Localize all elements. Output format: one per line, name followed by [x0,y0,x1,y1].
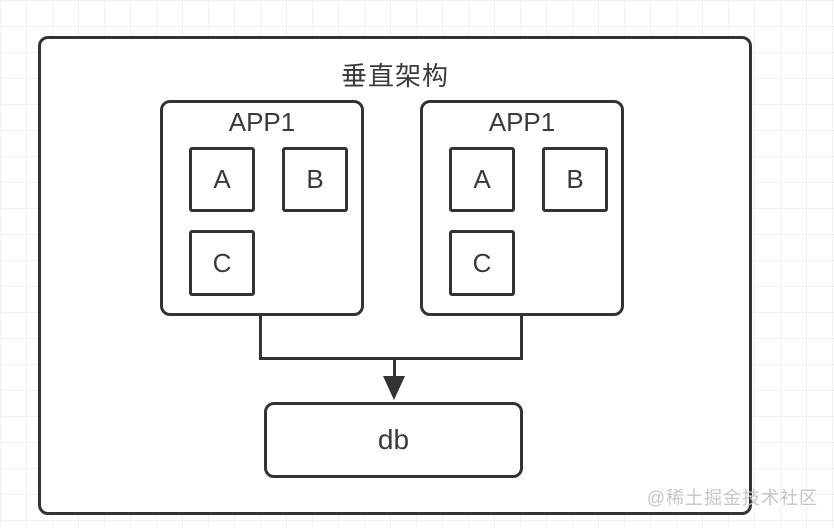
module-label-c: C [472,247,492,278]
module-label-b: B [566,164,584,194]
module-box-c: C [189,230,255,296]
module-box-a: A [449,147,515,212]
db-box: db [264,402,523,478]
app1-box-left: APP1 A B C [160,100,364,316]
module-label-a: A [473,164,491,194]
module-label-a: A [213,164,231,194]
app1-label: APP1 [488,107,556,137]
module-box-a: A [189,147,255,212]
connector-left-vertical [259,314,262,360]
module-label-b: B [306,164,324,194]
module-label-c: C [212,247,232,278]
connector-arrow-stem [393,357,396,378]
app1-box-right: APP1 A B C [420,100,624,316]
app1-label: APP1 [228,107,296,137]
module-box-b: B [282,147,348,212]
watermark: @稀土掘金技术社区 [646,488,818,508]
module-box-c: C [449,230,515,296]
arrow-down-icon [383,376,405,400]
diagram-title: 垂直架构 [340,61,449,91]
connector-right-vertical [520,314,523,360]
connector-horizontal [259,357,523,360]
db-label: db [377,424,410,455]
module-box-b: B [542,147,608,212]
